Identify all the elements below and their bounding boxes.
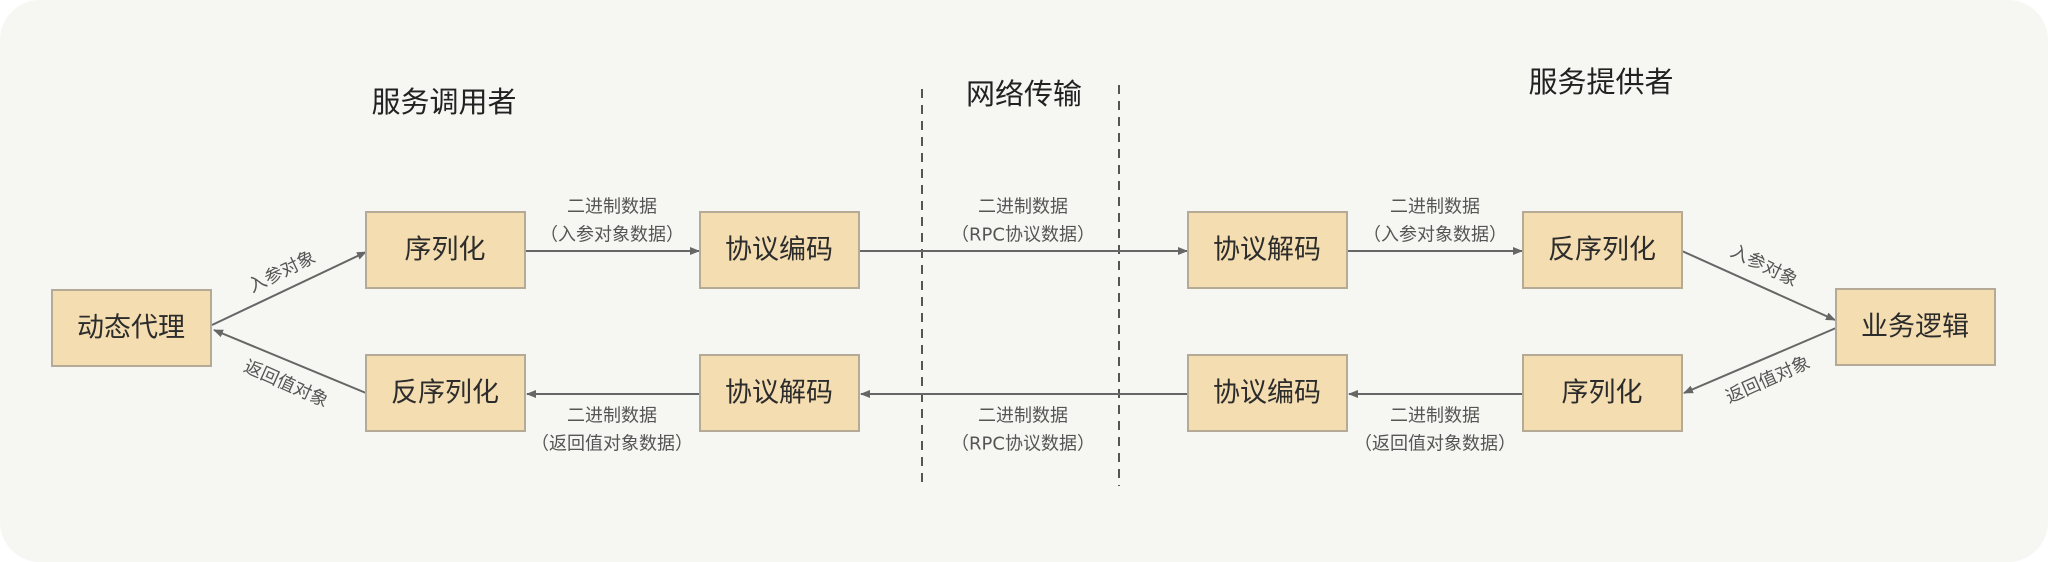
box-label: 协议编码 [1213, 378, 1321, 409]
title-consumer: 服务调用者 [371, 85, 516, 119]
box-label: 协议解码 [1213, 235, 1321, 266]
box-label: 序列化 [405, 235, 486, 266]
box-label: 动态代理 [77, 313, 185, 344]
label-return-data-2: （返回值对象数据） [1354, 434, 1516, 455]
label-binary-3: 二进制数据 [1390, 197, 1480, 218]
label-binary-5: 二进制数据 [978, 406, 1068, 427]
box-label: 协议解码 [725, 378, 833, 409]
label-binary-2: 二进制数据 [978, 197, 1068, 218]
box-serialize-right: 序列化 [1522, 354, 1683, 432]
box-label: 协议编码 [725, 235, 833, 266]
label-binary-1: 二进制数据 [567, 197, 657, 218]
label-rpc-data-2: （RPC协议数据） [951, 434, 1095, 455]
box-label: 反序列化 [391, 378, 499, 409]
arrow-logic-to-serialize [1683, 327, 1837, 394]
box-serialize-left: 序列化 [365, 211, 526, 289]
box-decode-right: 协议解码 [1187, 211, 1348, 289]
box-deserialize-left: 反序列化 [365, 354, 526, 432]
label-rpc-data-1: （RPC协议数据） [951, 225, 1095, 246]
box-encode-left: 协议编码 [699, 211, 860, 289]
box-decode-left: 协议解码 [699, 354, 860, 432]
label-param-data-1: （入参对象数据） [540, 225, 684, 246]
box-dynamic-proxy: 动态代理 [51, 289, 212, 367]
label-return-data-1: （返回值对象数据） [531, 434, 693, 455]
label-param-data-2: （入参对象数据） [1363, 225, 1507, 246]
box-label: 反序列化 [1548, 235, 1656, 266]
title-network: 网络传输 [966, 77, 1082, 111]
arrow-proxy-to-serialize [211, 251, 367, 326]
box-label: 序列化 [1562, 378, 1643, 409]
box-deserialize-right: 反序列化 [1522, 211, 1683, 289]
arrow-deserialize-to-proxy [213, 329, 367, 394]
label-binary-6: 二进制数据 [1390, 406, 1480, 427]
title-provider: 服务提供者 [1528, 65, 1673, 99]
box-label: 业务逻辑 [1861, 312, 1969, 343]
label-binary-4: 二进制数据 [567, 406, 657, 427]
box-business-logic: 业务逻辑 [1835, 288, 1996, 366]
box-encode-right: 协议编码 [1187, 354, 1348, 432]
arrow-deserialize-to-logic [1681, 250, 1836, 321]
